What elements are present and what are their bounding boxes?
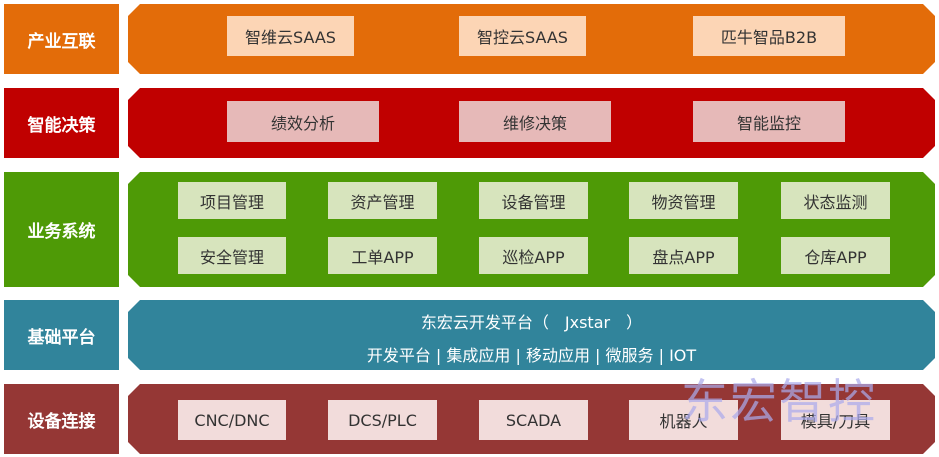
device-item: DCS/PLC	[328, 400, 437, 440]
business-item: 安全管理	[178, 237, 286, 274]
industry-item: 匹牛智品B2B	[693, 16, 845, 56]
industry-item: 智控云SAAS	[459, 16, 586, 56]
business-item: 项目管理	[178, 182, 286, 219]
business-item: 物资管理	[629, 182, 738, 219]
layer-band-device: CNC/DNC DCS/PLC SCADA 机器人 模具/刀具	[128, 384, 935, 454]
business-item: 资产管理	[328, 182, 437, 219]
business-item: 状态监测	[781, 182, 890, 219]
device-item: 模具/刀具	[781, 400, 890, 440]
platform-title: 东宏云开发平台（ Jxstar ）	[420, 313, 643, 332]
device-item: CNC/DNC	[178, 400, 286, 440]
decision-item: 维修决策	[459, 101, 611, 142]
layer-band-decision: 绩效分析 维修决策 智能监控	[128, 88, 935, 158]
device-item: SCADA	[479, 400, 588, 440]
layer-label-industry: 产业互联	[4, 4, 119, 74]
layer-label-device: 设备连接	[4, 384, 119, 454]
business-item: 仓库APP	[781, 237, 890, 274]
platform-components: 开发平台 | 集成应用 | 移动应用 | 微服务 | IOT	[366, 346, 697, 365]
business-item: 工单APP	[328, 237, 437, 274]
business-item: 盘点APP	[629, 237, 738, 274]
business-item: 设备管理	[479, 182, 588, 219]
layer-label-decision: 智能决策	[4, 88, 119, 158]
industry-item: 智维云SAAS	[227, 16, 354, 56]
layer-band-business: 项目管理 资产管理 设备管理 物资管理 状态监测 安全管理 工单APP 巡检AP…	[128, 172, 935, 287]
business-item: 巡检APP	[479, 237, 588, 274]
layer-label-platform: 基础平台	[4, 300, 119, 370]
decision-item: 绩效分析	[227, 101, 379, 142]
device-item: 机器人	[629, 400, 738, 440]
layer-band-industry: 智维云SAAS 智控云SAAS 匹牛智品B2B	[128, 4, 935, 74]
decision-item: 智能监控	[693, 101, 845, 142]
layer-label-business: 业务系统	[4, 172, 119, 287]
layer-band-platform: 东宏云开发平台（ Jxstar ） 开发平台 | 集成应用 | 移动应用 | 微…	[128, 300, 935, 370]
